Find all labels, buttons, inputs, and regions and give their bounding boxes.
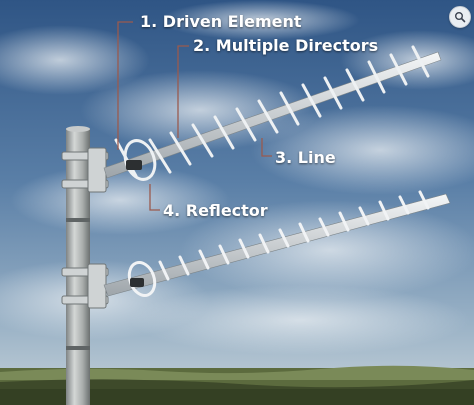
label-driven-element: 1. Driven Element xyxy=(140,12,302,31)
mast-clamps xyxy=(61,147,109,309)
leader-lines xyxy=(117,21,272,211)
upper-antenna xyxy=(103,45,442,181)
label-multiple-directors: 2. Multiple Directors xyxy=(193,36,379,55)
mast-pole xyxy=(66,128,90,405)
label-line: 3. Line xyxy=(275,148,336,167)
lower-antenna xyxy=(103,190,451,297)
lens-glyph xyxy=(455,12,466,23)
clouds xyxy=(0,0,474,355)
lens-search-icon[interactable] xyxy=(449,6,471,28)
label-reflector: 4. Reflector xyxy=(163,201,268,220)
